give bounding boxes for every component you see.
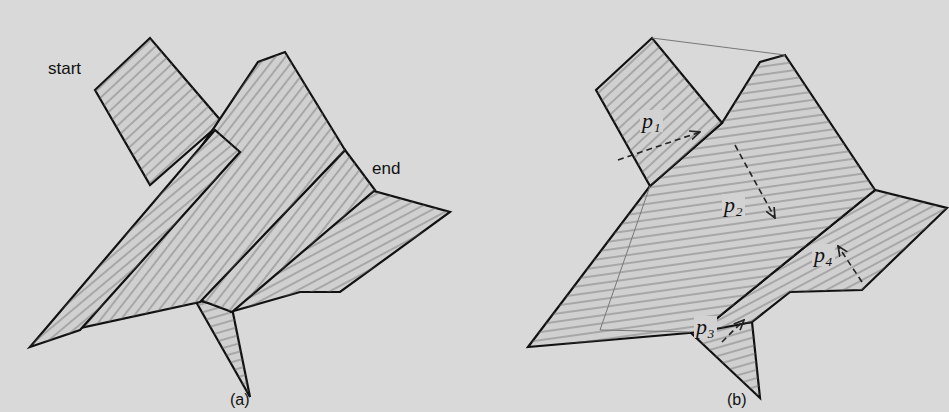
panel-caption: (b) bbox=[727, 392, 747, 408]
start-label: start bbox=[48, 60, 81, 77]
panel-caption: (a) bbox=[230, 392, 250, 408]
path-label: p₁ bbox=[640, 110, 663, 132]
end-label: end bbox=[372, 160, 400, 177]
path-label: p₄ bbox=[812, 244, 835, 266]
path-label: p₃ bbox=[694, 316, 717, 338]
path-label: p₂ bbox=[722, 194, 745, 216]
